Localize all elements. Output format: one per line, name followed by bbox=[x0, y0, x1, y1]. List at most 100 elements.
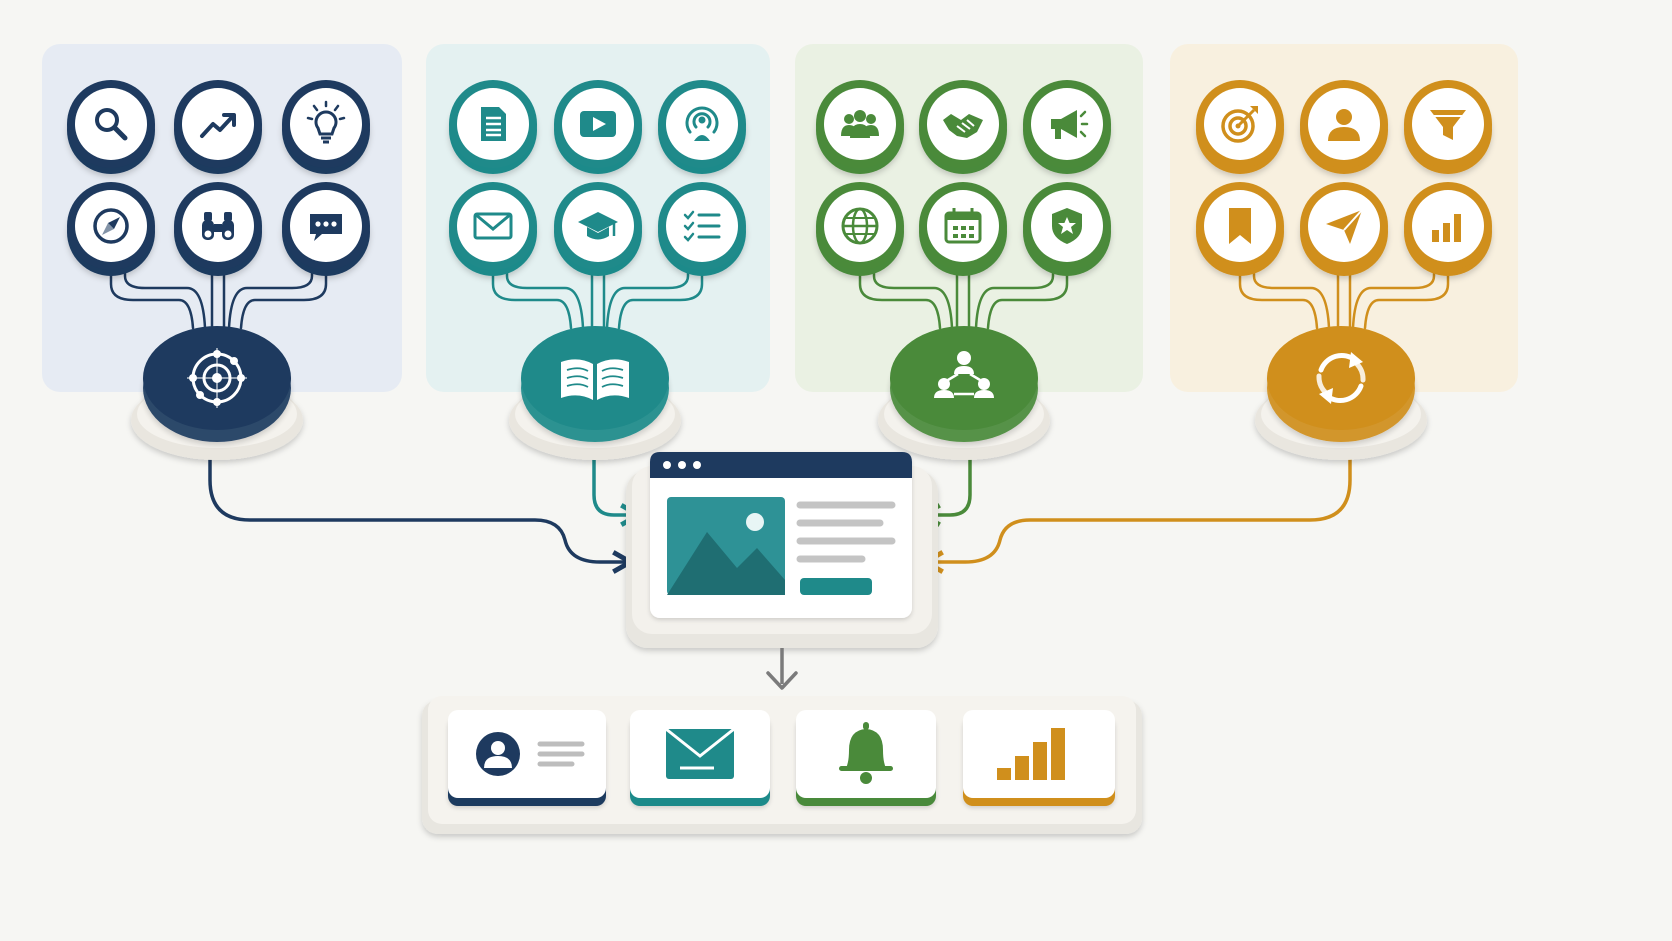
icon-node-community-2 bbox=[1023, 80, 1111, 174]
hub-disc bbox=[1267, 326, 1415, 430]
icon-node-content-5 bbox=[658, 182, 746, 276]
calendar-icon bbox=[944, 208, 982, 244]
icon-node-community-4 bbox=[919, 182, 1007, 276]
output-tray bbox=[422, 696, 1142, 834]
connector-conversion-2 bbox=[1336, 264, 1352, 330]
user-profile-card-icon bbox=[476, 732, 585, 776]
icon-node-conversion-5 bbox=[1404, 182, 1492, 276]
connectors-community bbox=[858, 260, 1069, 330]
node-face bbox=[457, 190, 529, 262]
center-web-page bbox=[626, 452, 938, 690]
megaphone-icon bbox=[1051, 110, 1089, 139]
binoculars-icon bbox=[202, 212, 234, 240]
hub-research bbox=[131, 326, 303, 460]
handshake-icon bbox=[943, 114, 983, 138]
paper-plane-icon bbox=[1326, 209, 1363, 244]
connector-content-0 bbox=[491, 264, 573, 330]
hub-disc bbox=[890, 326, 1038, 430]
icon-node-conversion-3 bbox=[1196, 182, 1284, 276]
connector-research-2 bbox=[210, 264, 226, 330]
envelope-icon bbox=[473, 212, 513, 240]
output-card-profile bbox=[448, 710, 606, 806]
icon-node-research-3 bbox=[67, 182, 155, 276]
node-face bbox=[182, 88, 254, 160]
target-icon bbox=[1221, 106, 1258, 143]
connectors-conversion bbox=[1238, 260, 1450, 330]
feed-arrow-content bbox=[592, 438, 636, 515]
feed-arrow-conversion bbox=[928, 438, 1352, 562]
connectors-research bbox=[109, 260, 328, 330]
icon-node-content-0 bbox=[449, 80, 537, 174]
radar-target-icon bbox=[187, 348, 247, 408]
podcast-icon bbox=[685, 106, 719, 141]
icon-node-content-3 bbox=[449, 182, 537, 276]
connector-content-4 bbox=[605, 260, 690, 330]
down-arrow-head bbox=[766, 671, 798, 690]
group-hubs bbox=[131, 326, 1427, 460]
email-icon bbox=[665, 727, 735, 779]
hub-community bbox=[878, 326, 1050, 460]
open-book-icon bbox=[561, 359, 629, 400]
output-card-analytics bbox=[963, 710, 1115, 806]
connector-conversion-4 bbox=[1351, 260, 1436, 330]
connector-content-2 bbox=[590, 264, 606, 330]
icon-node-conversion-0 bbox=[1196, 80, 1284, 174]
hub-content bbox=[509, 326, 681, 460]
lightbulb-icon bbox=[306, 100, 346, 144]
trending-up-icon bbox=[200, 113, 236, 138]
connector-conversion-3 bbox=[1363, 264, 1450, 330]
icon-node-research-5 bbox=[282, 182, 370, 276]
network-people-icon bbox=[934, 351, 994, 398]
window-dot bbox=[678, 461, 686, 469]
connector-community-4 bbox=[974, 260, 1055, 330]
browser-titlebar bbox=[650, 452, 912, 478]
icon-node-community-3 bbox=[816, 182, 904, 276]
icon-node-research-0 bbox=[67, 80, 155, 174]
feed-arrow-research bbox=[208, 438, 628, 562]
node-face bbox=[75, 88, 147, 160]
icon-node-community-1 bbox=[919, 80, 1007, 174]
connector-lines bbox=[109, 260, 1450, 562]
bell-icon bbox=[839, 722, 893, 784]
node-face bbox=[290, 88, 362, 160]
window-dot bbox=[693, 461, 701, 469]
connector-conversion-1 bbox=[1252, 260, 1331, 330]
connector-content-1 bbox=[505, 260, 585, 330]
bookmark-icon bbox=[1229, 208, 1251, 244]
group-icon-nodes bbox=[67, 80, 1492, 276]
icon-node-research-1 bbox=[174, 80, 262, 174]
people-group-icon bbox=[841, 110, 879, 138]
connector-research-0 bbox=[109, 264, 195, 330]
icon-node-community-5 bbox=[1023, 182, 1111, 276]
connector-community-3 bbox=[986, 264, 1069, 330]
connector-community-2 bbox=[955, 264, 971, 330]
icon-node-community-0 bbox=[816, 80, 904, 174]
icon-node-conversion-4 bbox=[1300, 182, 1388, 276]
node-face bbox=[666, 88, 738, 160]
icon-node-conversion-2 bbox=[1404, 80, 1492, 174]
icon-node-content-1 bbox=[554, 80, 642, 174]
graduation-cap-icon bbox=[578, 212, 618, 240]
checklist-icon bbox=[683, 210, 721, 242]
cta-button-shape bbox=[800, 578, 872, 595]
connector-content-3 bbox=[617, 264, 704, 330]
user-icon bbox=[1328, 109, 1360, 141]
output-card-notification bbox=[796, 710, 936, 806]
icon-node-conversion-1 bbox=[1300, 80, 1388, 174]
connector-research-4 bbox=[227, 260, 314, 330]
output-card-email bbox=[630, 710, 770, 806]
chat-bubble-icon bbox=[310, 214, 342, 241]
bar-chart-icon bbox=[1432, 214, 1461, 242]
icon-node-research-2 bbox=[282, 80, 370, 174]
funnel-icon bbox=[1430, 110, 1466, 140]
connector-community-0 bbox=[858, 264, 942, 330]
hub-disc bbox=[521, 326, 669, 430]
cycle-arrows-icon bbox=[1316, 352, 1366, 404]
connectors-content bbox=[491, 260, 704, 330]
bar-chart-icon bbox=[997, 728, 1065, 780]
connector-research-1 bbox=[123, 260, 207, 330]
feed-arrow-community bbox=[925, 438, 972, 515]
connector-conversion-0 bbox=[1238, 264, 1319, 330]
